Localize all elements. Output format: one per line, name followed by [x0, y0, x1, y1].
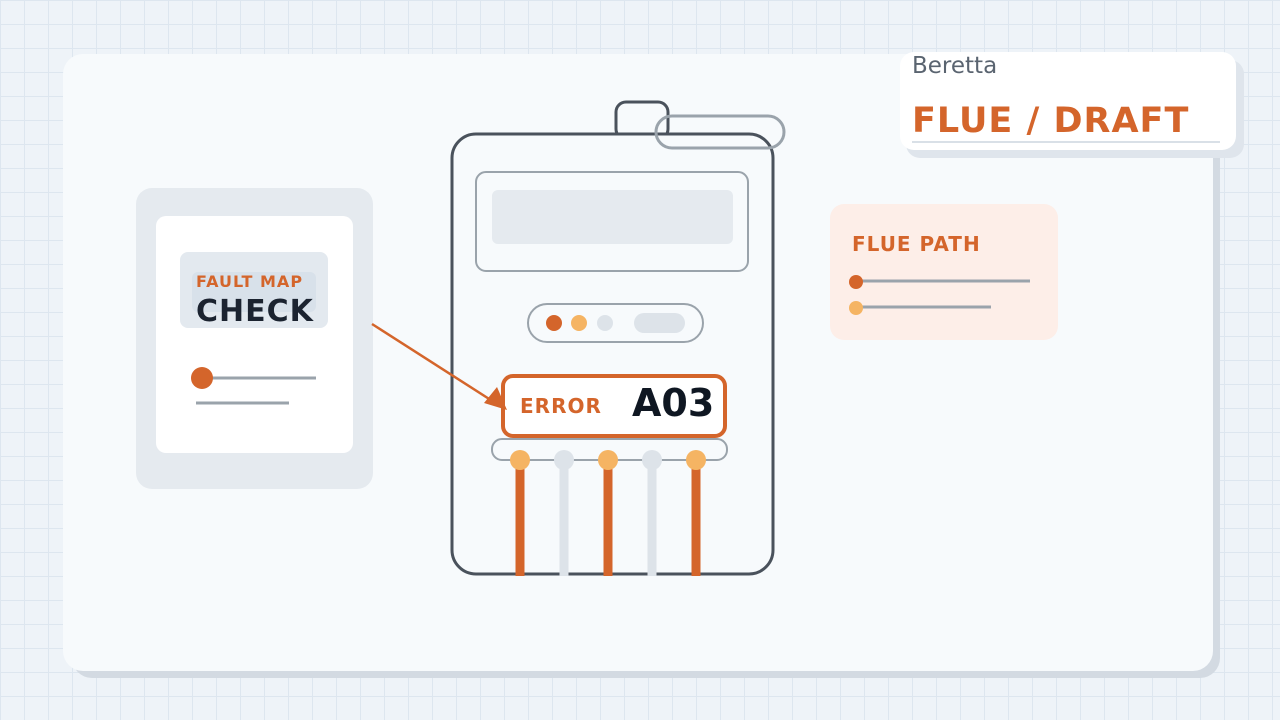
error-label: ERROR [520, 394, 602, 418]
pipe-joint-3 [598, 450, 618, 470]
brand-divider [912, 141, 1220, 143]
fault-dot-icon [191, 367, 213, 389]
flue-path-dot-2-icon [849, 301, 863, 315]
status-dot-icon [597, 315, 613, 331]
brand-name: Beretta [912, 53, 998, 79]
pipe-joint-1 [510, 450, 530, 470]
fault-label-highlight [192, 272, 316, 312]
flue-path-title: FLUE PATH [852, 232, 981, 256]
status-dot-icon [571, 315, 587, 331]
brand-title: FLUE / DRAFT [912, 101, 1190, 141]
flue-path-dot-1-icon [849, 275, 863, 289]
brand-tag [900, 52, 1236, 150]
arrow-line [371, 322, 498, 406]
status-dot-icon [546, 315, 562, 331]
fault-map-label: FAULT MAP [196, 272, 304, 291]
pipe-joint-5 [686, 450, 706, 470]
flue-path-panel [830, 204, 1058, 340]
fault-check-label: CHECK [196, 294, 314, 329]
pipe-joint-2 [554, 450, 574, 470]
flue-pipe [654, 114, 786, 150]
boiler-display-screen [492, 190, 733, 244]
error-code: A03 [632, 381, 715, 425]
pipe-joint-4 [642, 450, 662, 470]
control-slider [634, 313, 685, 333]
arrow-icon [484, 387, 507, 410]
